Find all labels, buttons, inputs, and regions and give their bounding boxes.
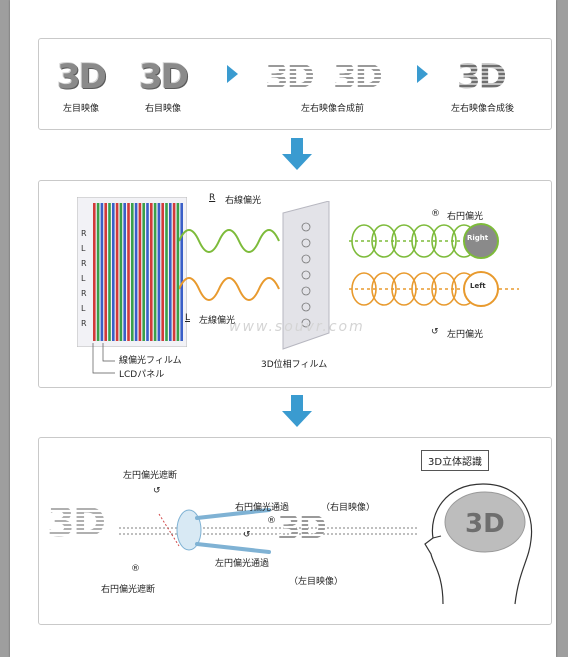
- orange-linear-wave: [179, 277, 280, 301]
- head-profile-graphic: 3D: [424, 483, 533, 605]
- left-ball: [463, 271, 499, 307]
- l-circular-icon: ↺: [431, 327, 439, 337]
- polarizer-film-label: 線偏光フィルム: [119, 356, 182, 366]
- lcd-subpixel-stripe: [134, 203, 138, 341]
- green-linear-wave: [179, 229, 280, 253]
- lcd-subpixel-stripe: [104, 203, 107, 341]
- r-linear-label: 右線偏光: [225, 196, 262, 206]
- arrow-right-icon: [417, 65, 428, 83]
- left-eye-label: 左目映像: [63, 104, 100, 114]
- post-composite-label: 左右映像合成後: [451, 104, 515, 114]
- rl-letter: L: [81, 244, 86, 253]
- panel-image-compositing: 3D 左目映像 3D 右目映像 3D 3D 左右映像合成前 3D 左右映像合成後: [38, 38, 552, 130]
- l-linear-label: 左線偏光: [199, 316, 236, 326]
- l-pass-label: 左円偏光通過: [215, 559, 270, 569]
- lcd-subpixel-stripe: [150, 203, 153, 341]
- panel-polarization: R L R L R L R: [38, 180, 552, 388]
- right-image-label: （右目映像）: [321, 503, 376, 513]
- rl-letter: R: [81, 319, 87, 328]
- left-image-label: （左目映像）: [289, 577, 344, 587]
- lcd-subpixel-stripe: [115, 203, 119, 341]
- right-ball-label: Right: [467, 234, 489, 242]
- lcd-subpixel-stripe: [93, 203, 96, 341]
- r-block-bottom-label: 右円偏光遮断: [101, 585, 156, 595]
- lcd-subpixel-stripe: [119, 203, 123, 341]
- l-circular-label: 左円偏光: [447, 330, 484, 340]
- watermark: www.souvr.com: [229, 319, 365, 335]
- r-linear-letter: R: [209, 193, 216, 203]
- r-block-icon: ®: [131, 564, 140, 574]
- glasses-diagram: [119, 508, 419, 554]
- orange-helix: [349, 272, 519, 306]
- pre-composite-label: 左右映像合成前: [301, 104, 365, 114]
- phase-film: [282, 201, 330, 350]
- l-linear-letter: L: [185, 313, 191, 323]
- arrow-down-icon: [282, 395, 312, 427]
- right-eye-label: 右目映像: [145, 104, 182, 114]
- arrow-right-icon: [227, 65, 238, 83]
- lcd-subpixel-stripe: [161, 203, 164, 341]
- right-ball: [463, 223, 499, 259]
- lcd-subpixel-stripe: [142, 203, 145, 341]
- lcd-subpixel-stripe: [96, 203, 100, 341]
- glasses-frame: [195, 508, 271, 554]
- wave-diagram: [179, 201, 519, 350]
- phase-film-label: 3D位相フィルム: [261, 360, 328, 370]
- rl-letter: L: [81, 274, 86, 283]
- lcd-subpixel-stripe: [157, 203, 161, 341]
- lcd-panel-label: LCDパネル: [119, 370, 165, 380]
- leader-lines: [92, 343, 115, 374]
- source-3d-logo: 3D: [47, 500, 106, 546]
- green-helix: [349, 224, 499, 258]
- lcd-subpixel-stripe: [123, 203, 126, 341]
- lcd-subpixel-stripe: [172, 203, 176, 341]
- lcd-subpixel-stripe: [100, 203, 104, 341]
- lcd-subpixel-stripe: [165, 203, 168, 341]
- image-3d-logo: 3D: [277, 508, 327, 548]
- rl-letter: R: [81, 229, 87, 238]
- lcd-subpixel-stripe: [138, 203, 142, 341]
- r-pass-label: 右円偏光通過: [235, 503, 290, 513]
- pre-composite-3d-logo-a: 3D: [265, 57, 315, 97]
- rl-letter: L: [81, 304, 86, 313]
- r-circular-icon: ®: [431, 209, 440, 219]
- l-block-top-label: 左円偏光遮断: [123, 471, 178, 481]
- svg-text:3D: 3D: [465, 509, 505, 539]
- post-composite-3d-logo: 3D: [457, 57, 507, 97]
- l-pass-icon: ↺: [243, 530, 251, 540]
- lcd-subpixel-stripe: [112, 203, 115, 341]
- lcd-subpixel-stripe: [169, 203, 172, 341]
- rl-letter: R: [81, 259, 87, 268]
- lcd-subpixel-stripe: [180, 203, 183, 341]
- lcd-subpixel-stripe: [153, 203, 157, 341]
- lcd-subpixel-stripe: [146, 203, 149, 341]
- panel-glasses-perception: 3D立体認識 3D 3D 3D 左円偏光遮断 ↺ 右円偏光通過 （右目映像） ®…: [38, 437, 552, 625]
- glasses-lens: [176, 509, 202, 551]
- arrow-down-icon: [282, 138, 312, 170]
- page: 3D 左目映像 3D 右目映像 3D 3D 左右映像合成前 3D 左右映像合成後…: [10, 0, 556, 657]
- r-pass-icon: ®: [267, 516, 276, 526]
- left-eye-3d-logo: 3D: [57, 57, 107, 97]
- lcd-subpixel-stripe: [176, 203, 180, 341]
- 3d-perception-box: 3D立体認識: [421, 450, 490, 471]
- l-block-icon: ↺: [153, 486, 161, 496]
- left-ball-label: Left: [470, 282, 486, 290]
- r-circular-label: 右円偏光: [447, 212, 484, 222]
- lcd-subpixel-stripe: [131, 203, 134, 341]
- lcd-subpixel-stripe: [127, 203, 130, 341]
- pre-composite-3d-logo-b: 3D: [333, 57, 383, 97]
- right-eye-3d-logo: 3D: [139, 57, 189, 97]
- lcd-subpixel-stripe: [108, 203, 111, 341]
- rl-letter: R: [81, 289, 87, 298]
- film-rotation-marks: [301, 222, 311, 328]
- lcd-panel-graphic: [77, 197, 187, 347]
